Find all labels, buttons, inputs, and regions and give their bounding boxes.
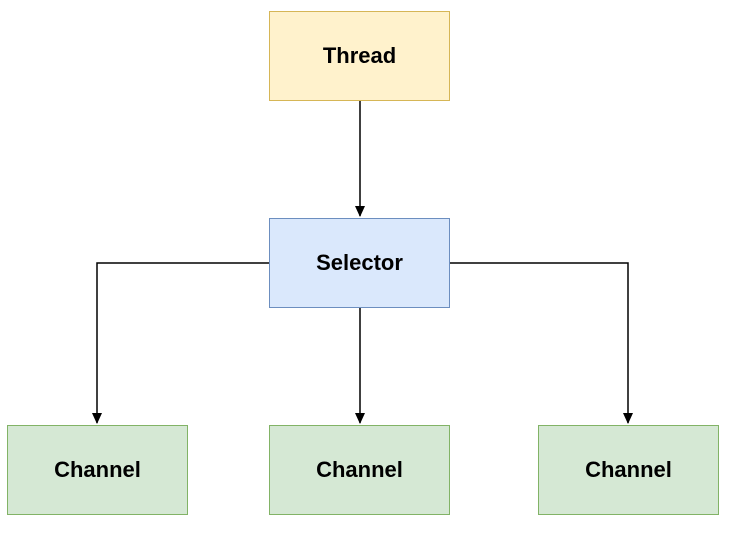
- edge-selector-to-channel-left: [92, 262, 269, 424]
- channel-node-label: Channel: [54, 457, 141, 482]
- channel-node-right: Channel: [538, 425, 719, 515]
- channel-node-center: Channel: [269, 425, 450, 515]
- selector-node-label: Selector: [316, 250, 403, 275]
- channel-node-left: Channel: [7, 425, 188, 515]
- selector-node: Selector: [269, 218, 450, 308]
- thread-node: Thread: [269, 11, 450, 101]
- thread-node-label: Thread: [322, 43, 397, 68]
- channel-node-label: Channel: [316, 457, 403, 482]
- channel-node-label: Channel: [585, 457, 672, 482]
- edge-selector-to-channel-right: [450, 262, 633, 424]
